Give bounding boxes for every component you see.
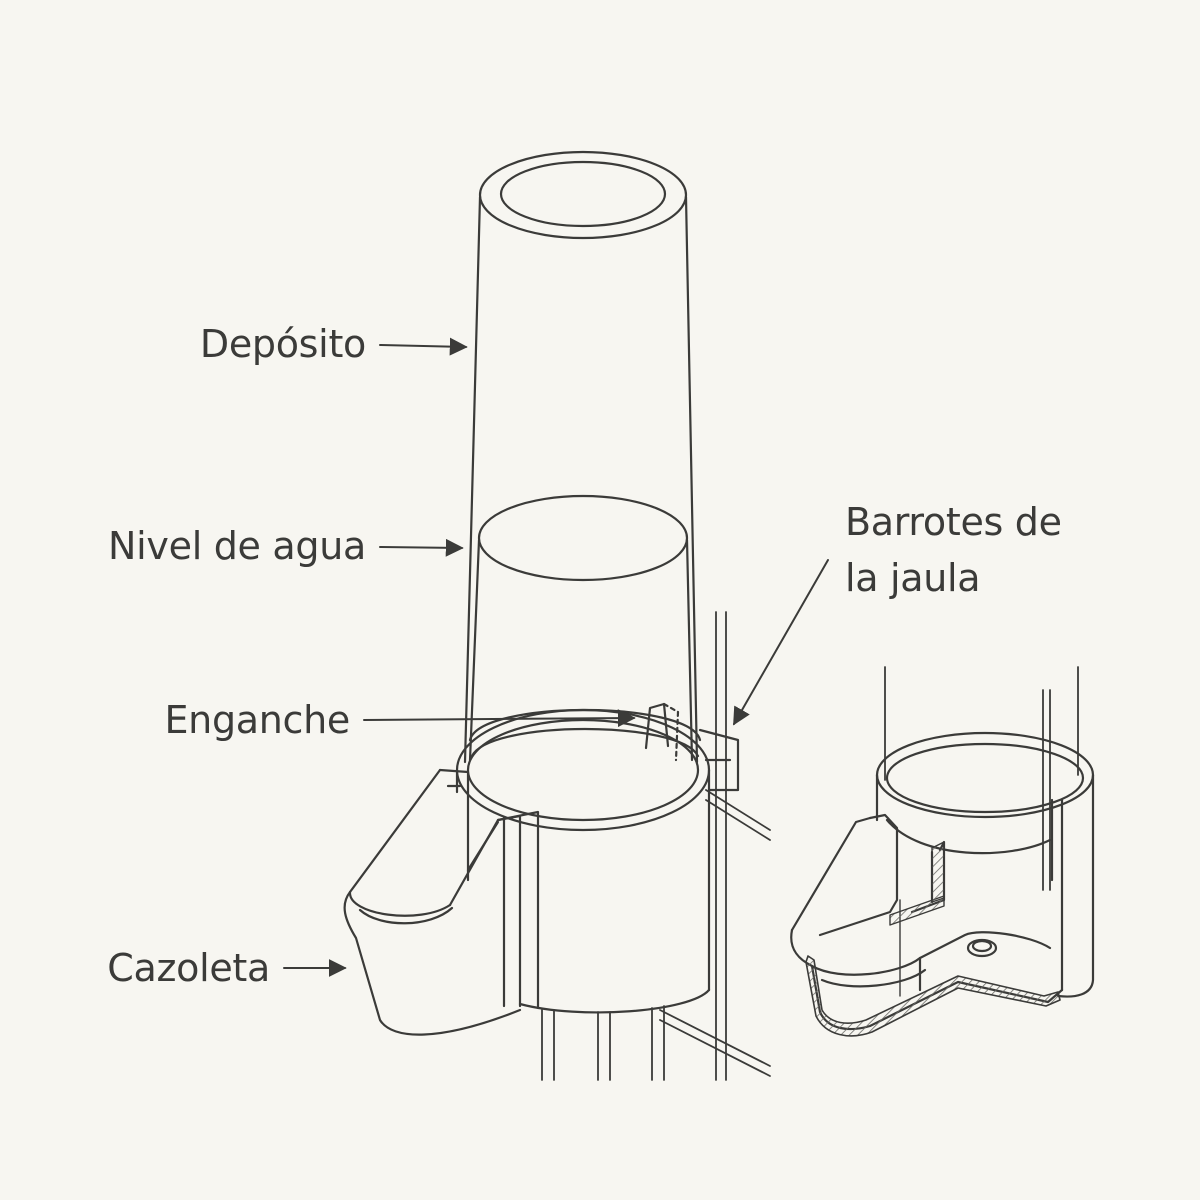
arrow-enganche [363, 709, 636, 728]
collar-holder [455, 708, 711, 1014]
label-barrotes-line2: la jaula [845, 556, 981, 600]
leader-arrows [283, 337, 829, 977]
cutaway-hatch [805, 955, 1061, 1037]
cage-bars [541, 611, 771, 1081]
reservoir-tube [463, 150, 702, 764]
arrow-deposito [379, 337, 468, 356]
arrow-barrotes [733, 559, 829, 726]
label-enganche: Enganche [164, 698, 350, 742]
cup-dish [343, 768, 540, 1036]
label-deposito: Depósito [199, 322, 366, 366]
arrow-nivel [379, 538, 464, 557]
label-nivel-agua: Nivel de agua [108, 524, 366, 568]
label-barrotes-line1: Barrotes de [845, 500, 1062, 544]
label-cazoleta: Cazoleta [107, 946, 270, 990]
